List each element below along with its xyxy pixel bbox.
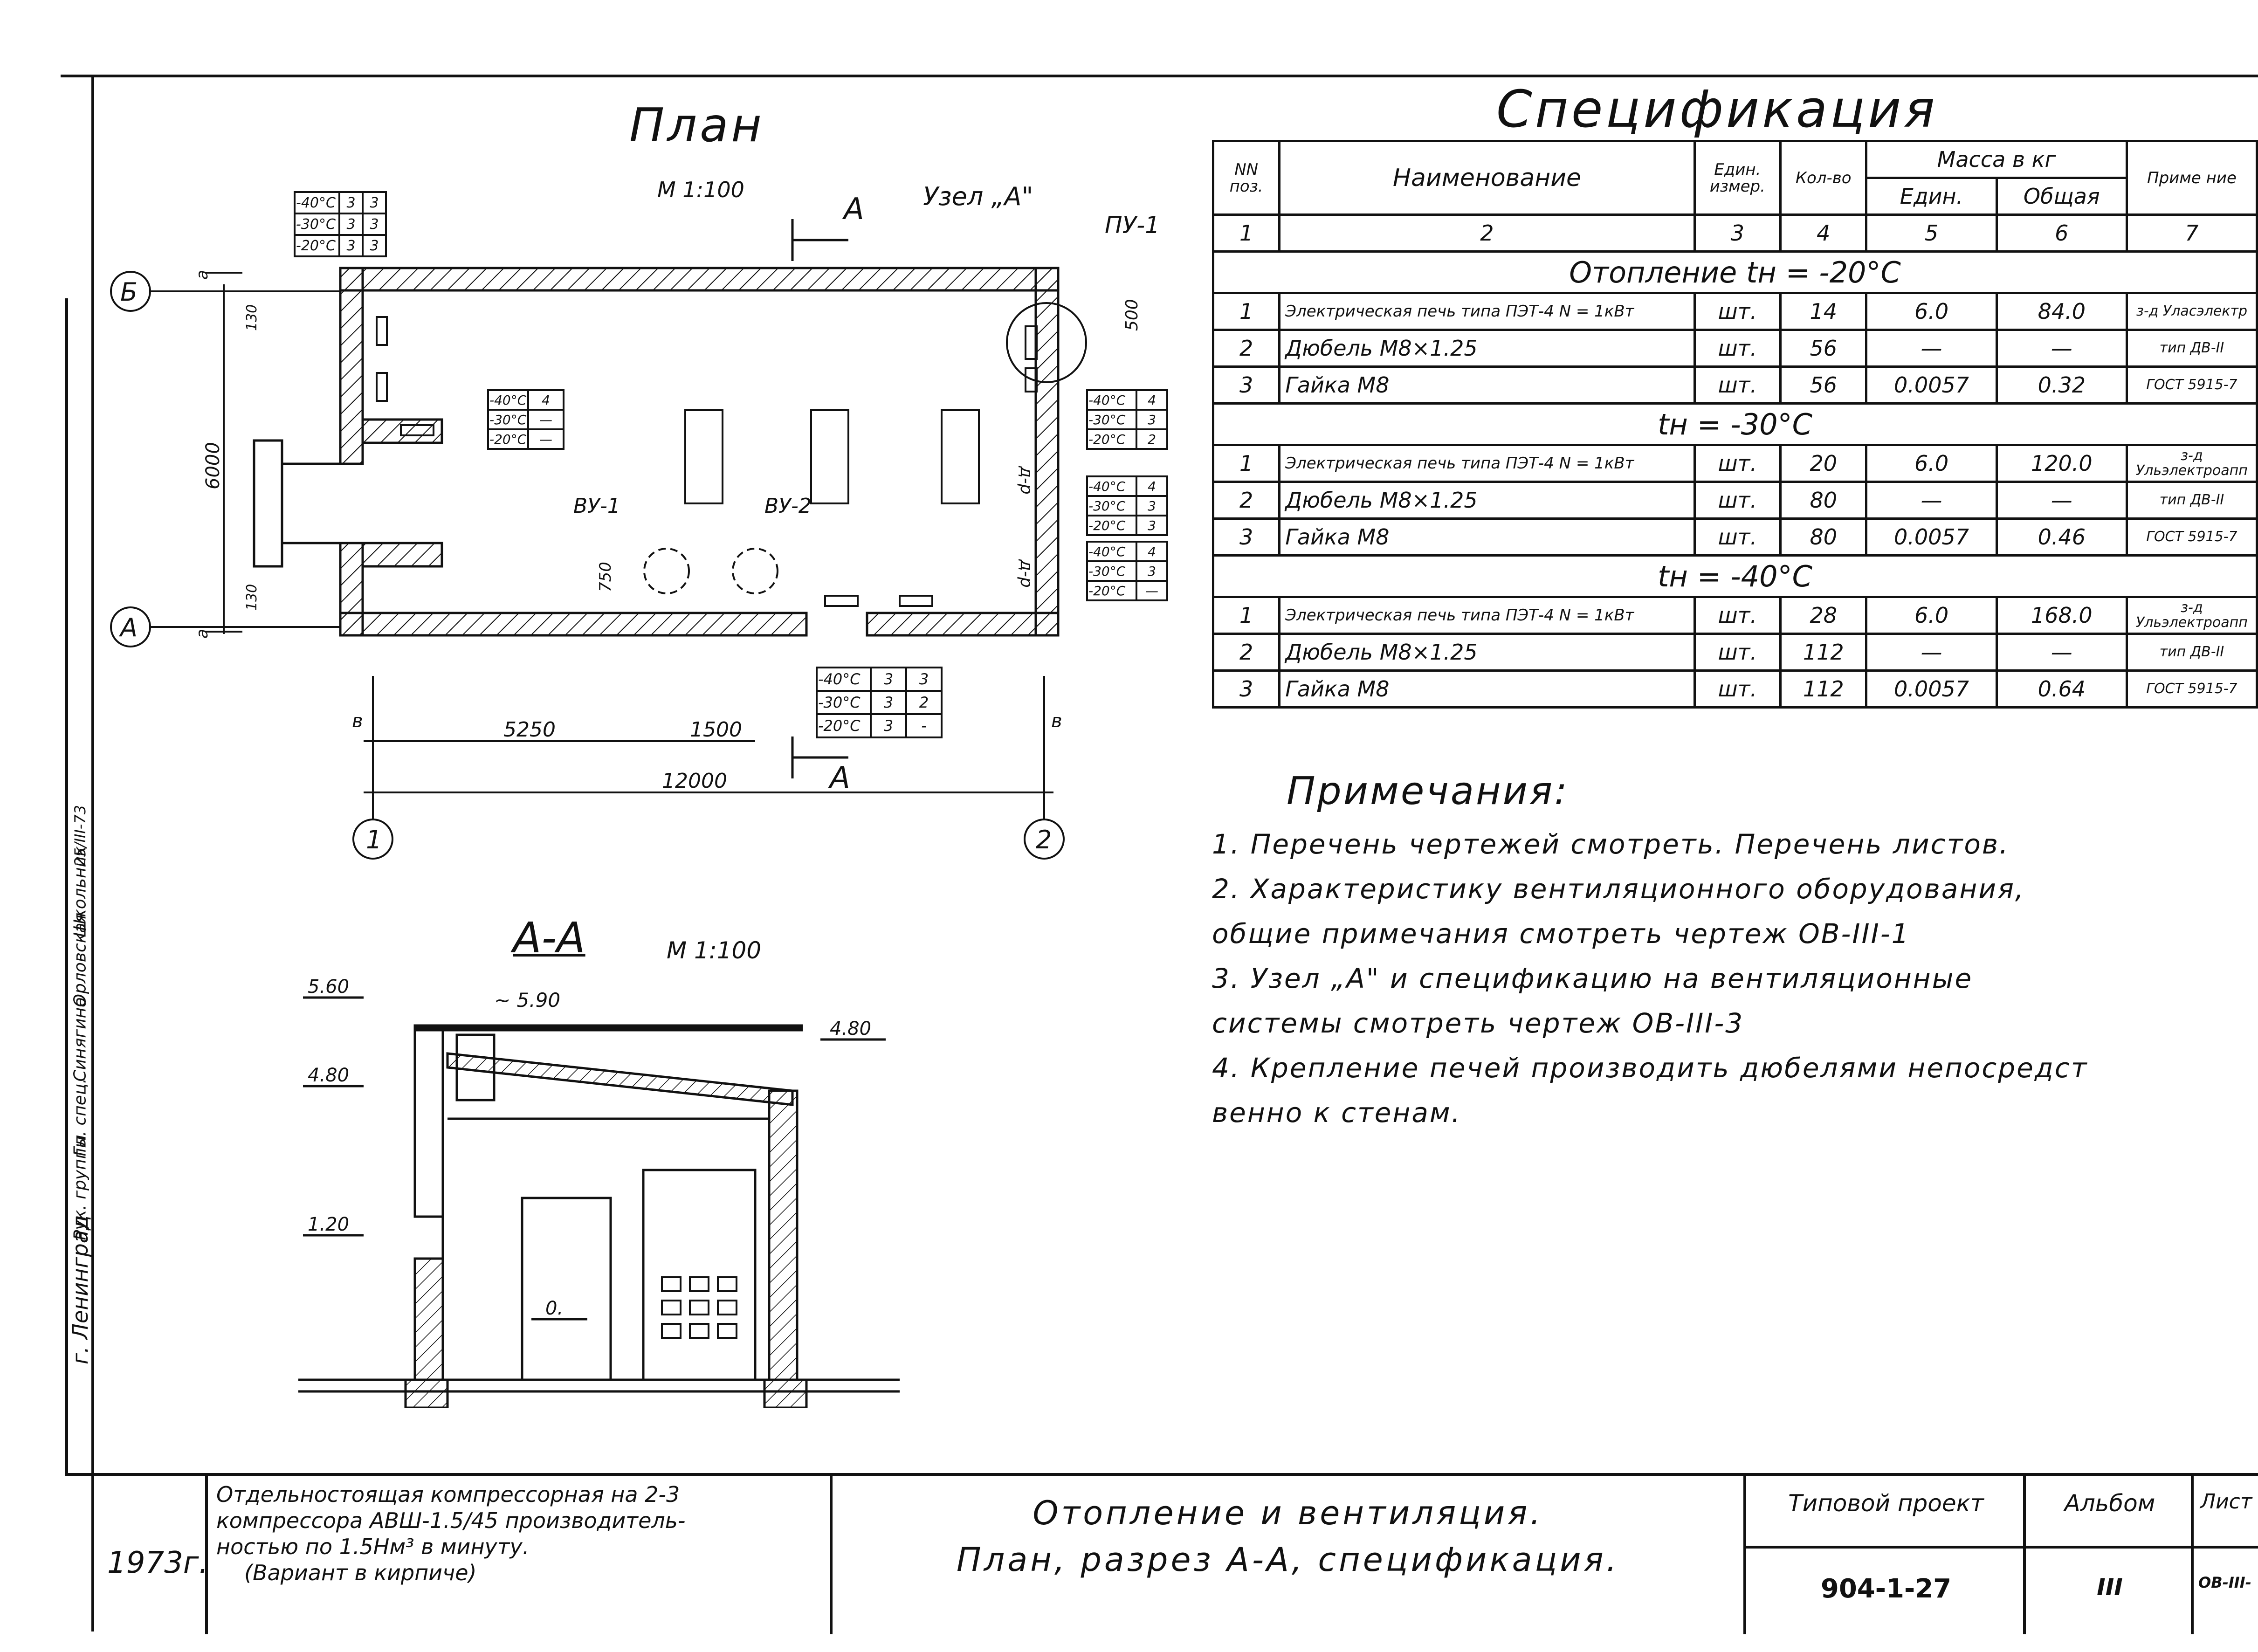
note-line: 3. Узел „А" и спецификацию на вентиляцио… bbox=[1212, 963, 1973, 994]
plan-title: План bbox=[629, 98, 764, 152]
hdr-mass: Масса в кг bbox=[1865, 140, 2128, 179]
hdr-num: NN поз. bbox=[1212, 140, 1281, 216]
note-line: венно к стенам. bbox=[1212, 1097, 1462, 1129]
hdr-unit: Един. измер. bbox=[1693, 140, 1782, 216]
axis-a-label: А bbox=[119, 613, 138, 642]
axis-b-label: Б bbox=[120, 277, 138, 307]
spec-section-heading: Отопление tн = -20°С bbox=[1212, 250, 2258, 294]
dim-b-left: в bbox=[352, 710, 363, 732]
hdr-mass-unit: Един. bbox=[1865, 177, 1998, 216]
dim-a-bot: а bbox=[193, 629, 212, 639]
mark-480-left: 4.80 bbox=[308, 1065, 349, 1086]
vu2-label: ВУ-2 bbox=[764, 494, 812, 518]
dim-500: 500 bbox=[1122, 299, 1142, 331]
plan-drawing: ВУ-1 ВУ-2 А А Б А 1 2 6000 5250 1500 120… bbox=[110, 182, 1160, 860]
dim-a-top: а bbox=[193, 270, 212, 280]
duct-label-2: д-р bbox=[1017, 559, 1036, 588]
section-arrows bbox=[791, 219, 848, 778]
dim-5250: 5250 bbox=[503, 718, 556, 742]
mark-560: 5.60 bbox=[308, 979, 349, 998]
section-mark-top: А bbox=[842, 192, 864, 227]
tb-title: Отопление и вентиляция. План, разрез А-А… bbox=[830, 1476, 1743, 1634]
plan-scale: М 1:100 bbox=[657, 177, 744, 202]
dim-12000: 12000 bbox=[662, 769, 727, 793]
hdr-qty: Кол-во bbox=[1779, 140, 1868, 216]
dim-1500: 1500 bbox=[690, 718, 742, 742]
mark-480-right: 4.80 bbox=[830, 1018, 871, 1039]
vu1-label: ВУ-1 bbox=[573, 494, 620, 518]
note-line: общие примечания смотреть чертеж ОВ-III-… bbox=[1212, 918, 1910, 950]
tb-year: 1973г. bbox=[107, 1546, 208, 1580]
hdr-name: Наименование bbox=[1278, 140, 1696, 216]
hdr-mass-total: Общая bbox=[1995, 177, 2128, 216]
spec-title: Спецификация bbox=[1496, 79, 1938, 139]
tb-project: Типовой проект 904-1-27 bbox=[1743, 1476, 2026, 1634]
node-a-circle bbox=[1006, 302, 1087, 383]
spec-section-heading: tн = -30°С bbox=[1212, 402, 2258, 446]
mark-0: 0. bbox=[545, 1298, 563, 1319]
hdr-note: Приме ние bbox=[2125, 140, 2258, 216]
note-line: 1. Перечень чертежей смотреть. Перечень … bbox=[1212, 828, 2010, 860]
section-mark-bottom: А bbox=[828, 761, 850, 795]
left-border bbox=[91, 75, 94, 1631]
axis-2-label: 2 bbox=[1036, 825, 1052, 854]
note-line: 4. Крепление печей производить дюбелями … bbox=[1212, 1052, 2088, 1084]
dim-b-right: в bbox=[1051, 710, 1062, 732]
pu-label: ПУ-1 bbox=[1105, 212, 1160, 239]
duct-label-1: д-р bbox=[1017, 466, 1036, 495]
tb-object: Отдельностоящая компрессорная на 2-3 ком… bbox=[205, 1476, 830, 1634]
tb-sheet: Лист ОВ-III- bbox=[2191, 1476, 2258, 1634]
left-stamp-border bbox=[65, 298, 68, 1473]
section-scale: М 1:100 bbox=[667, 937, 762, 964]
dim-130-top: 130 bbox=[244, 304, 260, 331]
vent-units bbox=[643, 548, 778, 594]
spec-section-heading: tн = -40°С bbox=[1212, 554, 2258, 598]
plan-walls bbox=[253, 267, 1060, 637]
dim-130-bot: 130 bbox=[244, 584, 260, 611]
mark-top: ~ 5.90 bbox=[494, 989, 560, 1012]
spec-table: NN поз. Наименование Един. измер. Кол-во… bbox=[1212, 140, 2258, 709]
axis-1-label: 1 bbox=[366, 825, 382, 854]
radiators bbox=[376, 316, 1038, 607]
node-a-label: Узел „А" bbox=[923, 182, 1033, 211]
top-border bbox=[61, 75, 2258, 77]
note-line: системы смотреть чертеж ОВ-III-3 bbox=[1212, 1007, 1744, 1039]
title-block: 1973г. Отдельностоящая компрессорная на … bbox=[65, 1473, 2258, 1634]
plan-axes bbox=[110, 271, 1065, 860]
section-title: А-А bbox=[513, 914, 585, 963]
note-line: 2. Характеристику вентиляционного оборуд… bbox=[1212, 873, 2025, 905]
dim-750: 750 bbox=[596, 562, 615, 592]
tb-album: Альбом III bbox=[2023, 1476, 2194, 1634]
notes-title: Примечания: bbox=[1287, 769, 1569, 813]
mark-120: 1.20 bbox=[308, 1214, 349, 1235]
section-drawing: ~ 5.90 5.60 4.80 4.80 1.20 0. bbox=[298, 979, 900, 1408]
notes: Примечания: 1. Перечень чертежей смотрет… bbox=[1212, 769, 2256, 1135]
dim-6000: 6000 bbox=[202, 442, 224, 489]
